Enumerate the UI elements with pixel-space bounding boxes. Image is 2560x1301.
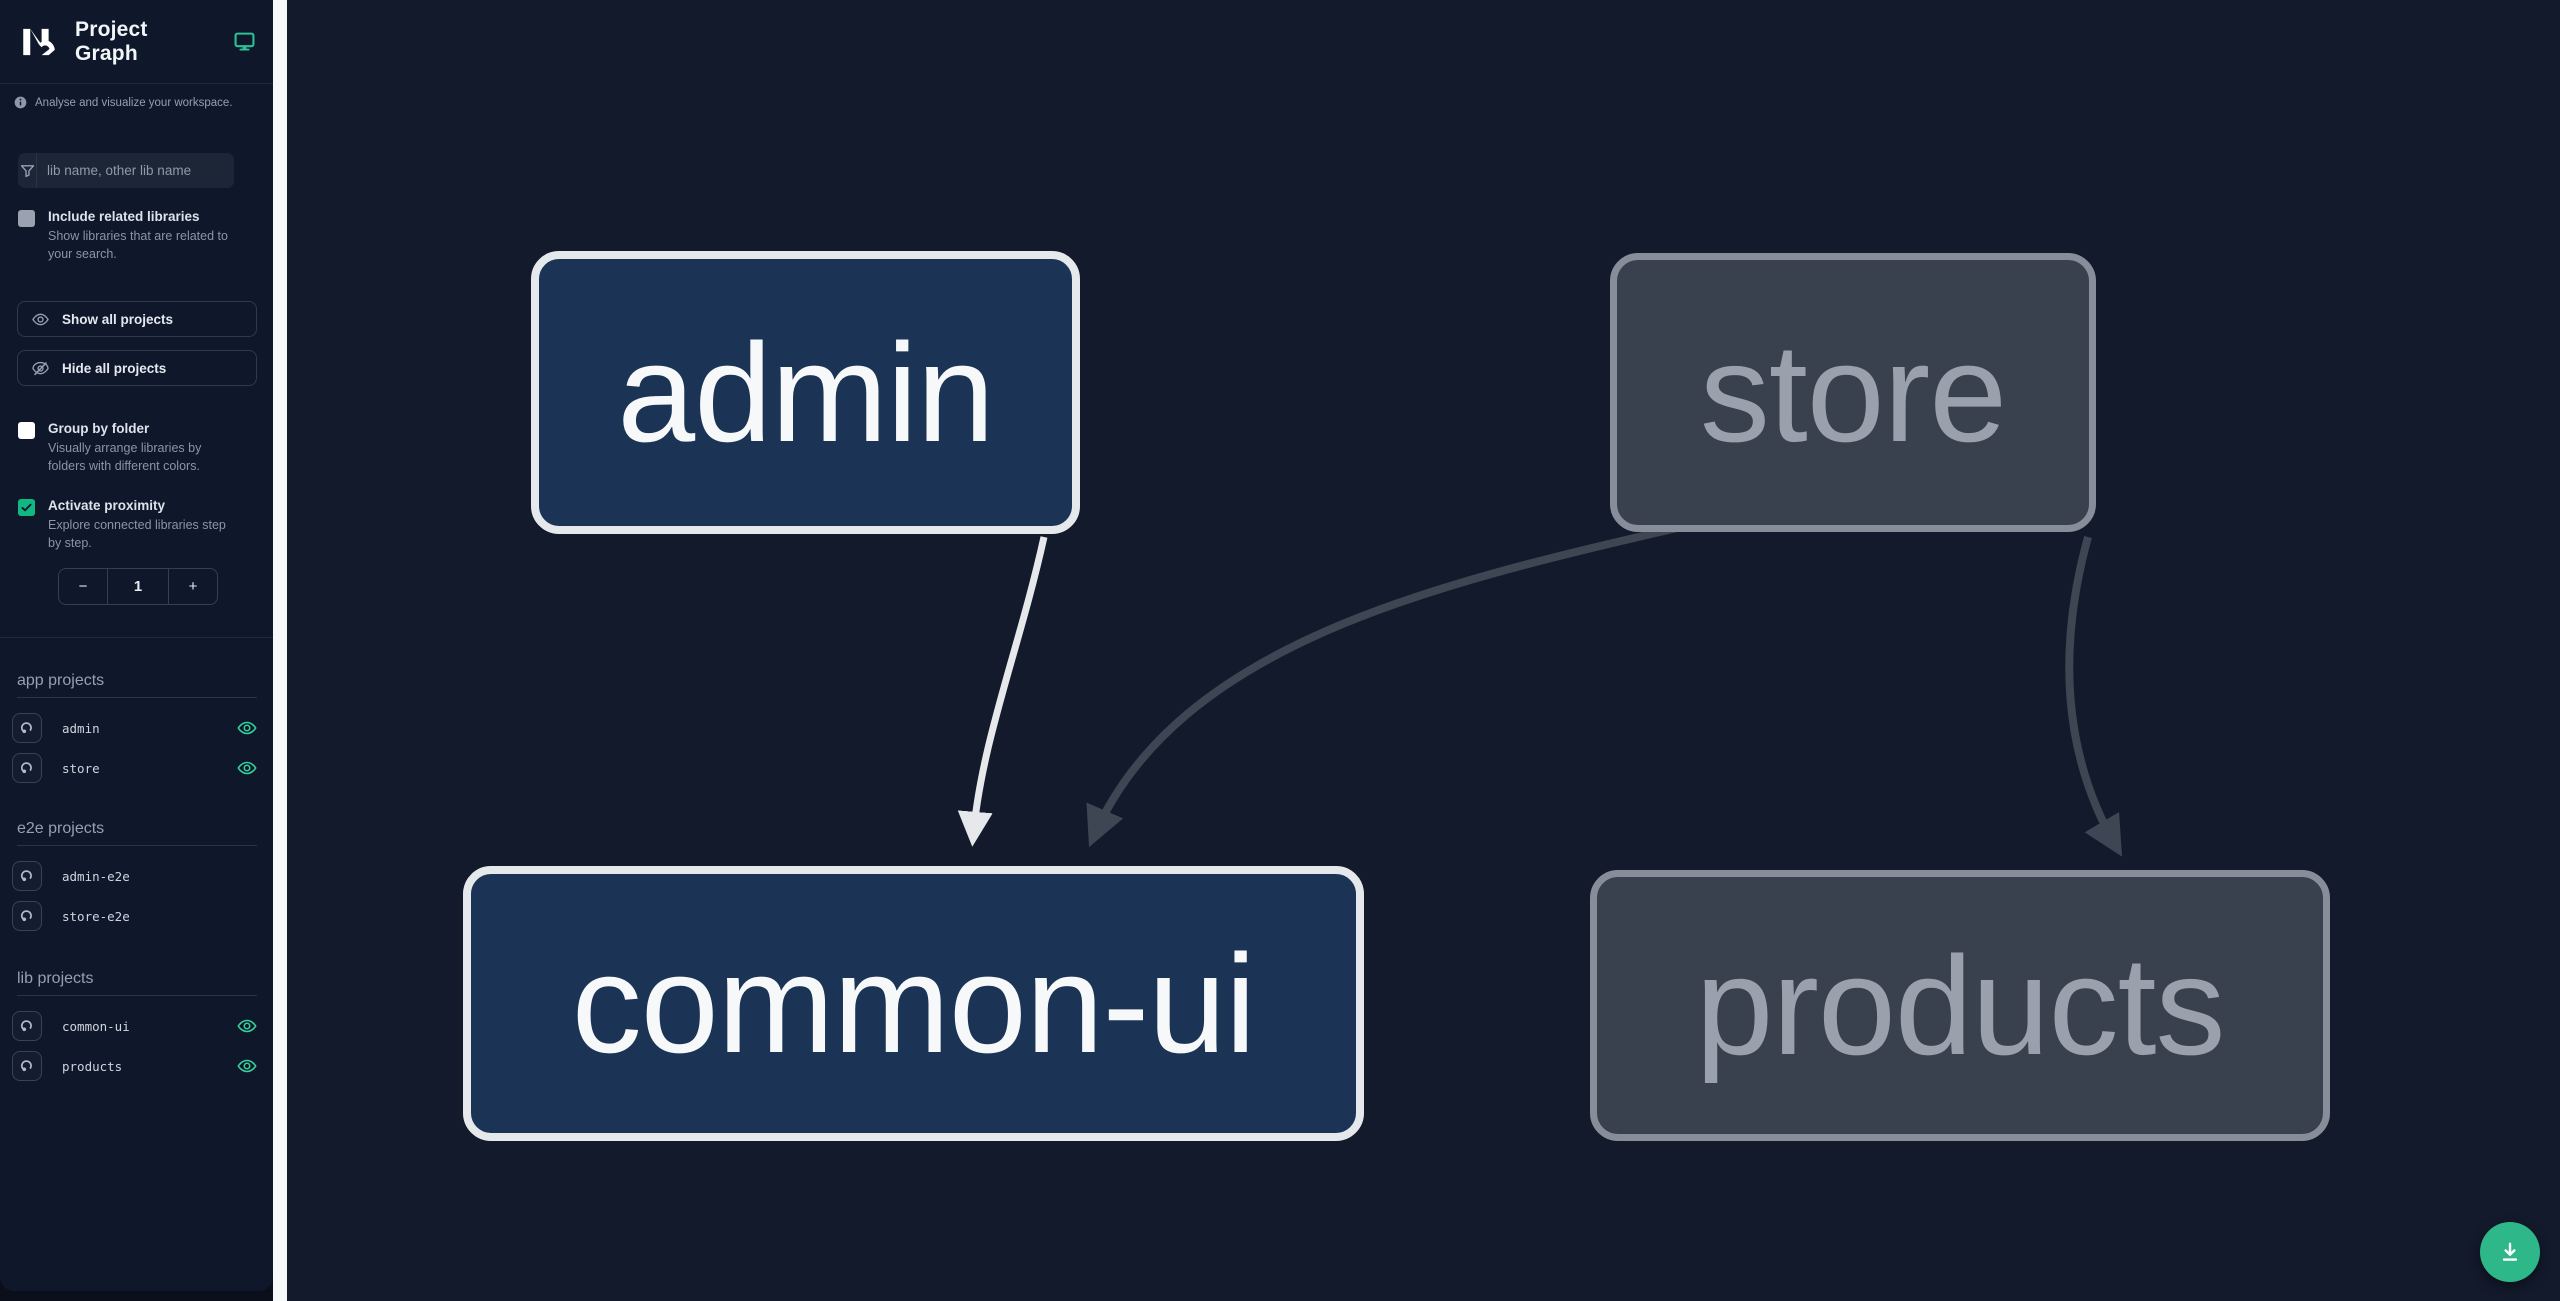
graph-node-store[interactable]: store [1610,253,2096,532]
app-header: Project Graph [0,0,273,84]
sidebar: Project Graph Analyse and visualize your… [0,0,273,1291]
activate-proximity-option[interactable]: Activate proximity Explore connected lib… [18,498,254,552]
project-name: store-e2e [62,908,130,924]
eye-icon[interactable] [236,757,258,779]
section-heading-e2e-projects: e2e projects [17,820,257,846]
eye-icon[interactable] [236,1055,258,1077]
activate-proximity-checkbox[interactable] [18,499,35,516]
project-list-item-admin-e2e[interactable]: admin-e2e [12,860,264,892]
download-icon [2497,1239,2523,1265]
option-description: Visually arrange libraries by folders wi… [48,441,202,474]
option-label: Group by folder [48,421,150,436]
project-list-item-store[interactable]: store [12,752,264,784]
project-name: admin [62,720,100,736]
show-all-projects-button[interactable]: Show all projects [17,301,257,337]
group-by-folder-checkbox[interactable] [18,422,35,439]
node-label: store [1699,313,2007,471]
group-by-folder-option[interactable]: Group by folder Visually arrange librari… [18,421,254,475]
project-icon [12,901,42,931]
search-input[interactable] [37,153,234,188]
graph-canvas[interactable]: admin store common-ui products [287,0,2560,1301]
increment-button[interactable]: + [188,578,198,595]
hide-all-projects-button[interactable]: Hide all projects [17,350,257,386]
search-box [18,153,234,188]
decrement-button[interactable]: − [78,578,88,595]
project-icon [12,1011,42,1041]
download-graph-button[interactable] [2480,1222,2540,1282]
project-icon [12,713,42,743]
project-list-item-store-e2e[interactable]: store-e2e [12,900,264,932]
section-divider [0,637,273,638]
eye-icon[interactable] [236,1015,258,1037]
option-description: Explore connected libraries step by step… [48,518,226,551]
eye-off-icon [31,359,50,378]
include-related-checkbox[interactable] [18,210,35,227]
option-label: Include related libraries [48,209,200,224]
sidebar-canvas-divider [273,0,287,1301]
project-icon [12,753,42,783]
project-name: common-ui [62,1018,130,1034]
eye-icon [31,310,50,329]
info-icon [14,96,27,109]
page-title: Project Graph [75,17,148,65]
project-list-item-common-ui[interactable]: common-ui [12,1010,264,1042]
project-name: products [62,1058,123,1074]
nx-logo [18,21,60,63]
node-label: products [1695,926,2226,1084]
project-name: admin-e2e [62,868,130,884]
project-icon [12,861,42,891]
option-description: Show libraries that are related to your … [48,229,228,262]
node-label: admin [617,313,994,471]
option-label: Activate proximity [48,498,166,513]
funnel-icon [18,153,37,188]
eye-icon[interactable] [236,717,258,739]
project-list-item-products[interactable]: products [12,1050,264,1082]
proximity-depth-stepper: − 1 + [58,568,218,605]
section-heading-lib-projects: lib projects [17,970,257,996]
graph-node-admin[interactable]: admin [531,251,1080,534]
project-list-item-admin[interactable]: admin [12,712,264,744]
include-related-option[interactable]: Include related libraries Show libraries… [18,209,254,263]
tagline: Analyse and visualize your workspace. [14,96,264,109]
monitor-icon[interactable] [234,31,255,52]
graph-node-common-ui[interactable]: common-ui [463,866,1364,1141]
node-label: common-ui [571,924,1256,1082]
edge-admin-to-common-ui [957,536,1048,847]
project-name: store [62,760,100,776]
edge-store-to-products [2065,535,2123,857]
section-heading-app-projects: app projects [17,672,257,698]
project-icon [12,1051,42,1081]
proximity-depth-value: 1 [107,569,169,604]
graph-node-products[interactable]: products [1590,870,2330,1141]
